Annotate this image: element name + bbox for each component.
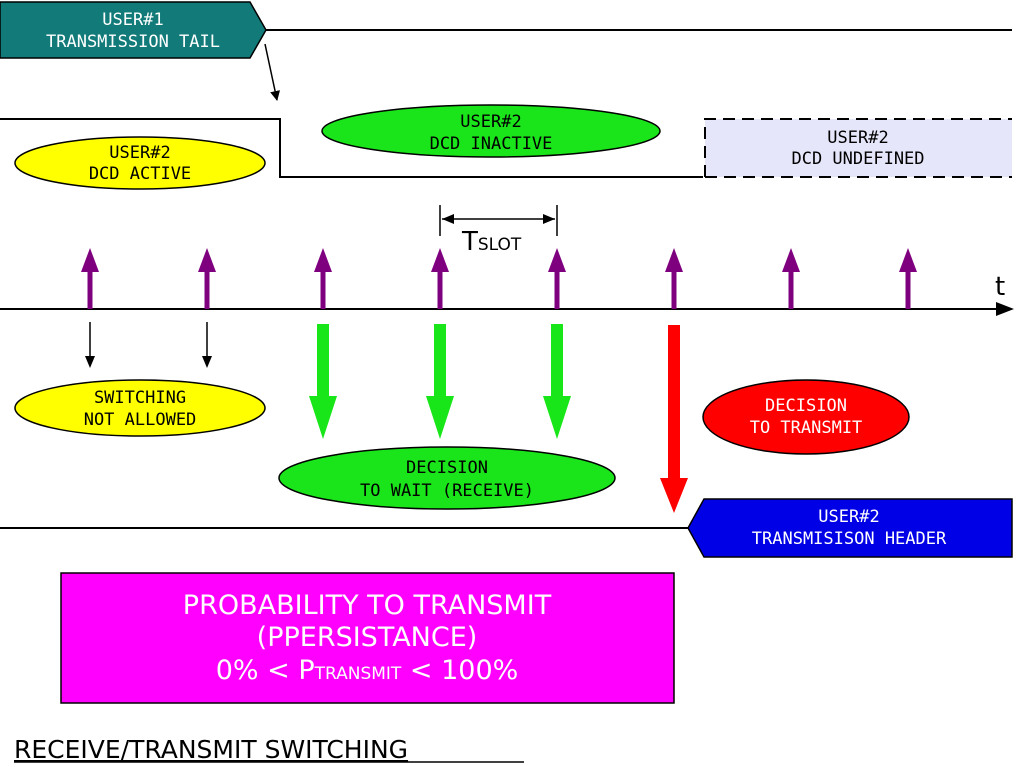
svg-text:NOT ALLOWED: NOT ALLOWED: [84, 410, 197, 430]
wait-arrow: [543, 324, 571, 439]
probability-line3: 0% < PTRANSMIT < 100%: [216, 655, 519, 686]
decision-to-wait-label: DECISION TO WAIT (RECEIVE): [278, 446, 616, 510]
svg-text:USER#2: USER#2: [109, 143, 170, 163]
user1-transmission-tail: USER#1 TRANSMISSION TAIL: [0, 1, 267, 59]
user1-tail-line2: TRANSMISSION TAIL: [46, 32, 220, 52]
dcd-undefined-region: [705, 119, 1012, 177]
svg-text:DECISION: DECISION: [765, 396, 847, 416]
wait-arrows: [309, 324, 571, 439]
probability-box: PROBABILITY TO TRANSMIT (PPERSISTANCE) 0…: [60, 572, 675, 704]
svg-text:USER#2: USER#2: [818, 507, 879, 527]
slot-arrow: [314, 248, 332, 309]
probability-line1: PROBABILITY TO TRANSMIT: [183, 590, 552, 621]
tslot-label: TSLOT: [461, 227, 522, 257]
dcd-undefined-label: USER#2 DCD UNDEFINED: [791, 128, 924, 169]
dcd-inactive-label: USER#2 DCD INACTIVE: [321, 104, 661, 158]
time-axis-label: t: [995, 272, 1005, 302]
wait-arrow: [309, 324, 337, 439]
transmit-arrow: [660, 325, 688, 513]
time-axis-arrowhead: [996, 302, 1014, 316]
user1-tail-line1: USER#1: [102, 10, 163, 30]
svg-text:TRANSMISISON HEADER: TRANSMISISON HEADER: [752, 529, 947, 549]
slot-arrow: [431, 248, 449, 309]
decision-to-transmit-label: DECISION TO TRANSMIT: [702, 379, 910, 455]
slot-arrow: [665, 248, 683, 309]
dcd-active-label: USER#2 DCD ACTIVE: [14, 136, 266, 190]
slot-arrow: [899, 248, 917, 309]
slot-arrow: [198, 248, 216, 309]
svg-text:DCD ACTIVE: DCD ACTIVE: [89, 164, 191, 184]
diagram-title: RECEIVE/TRANSMIT SWITCHING: [14, 735, 408, 764]
dcd-waveform: [0, 118, 703, 178]
svg-text:SWITCHING: SWITCHING: [94, 388, 186, 408]
user2-transmission-header: USER#2 TRANSMISISON HEADER: [687, 498, 1013, 558]
svg-text:USER#2: USER#2: [460, 112, 521, 132]
svg-text:TO WAIT (RECEIVE): TO WAIT (RECEIVE): [360, 481, 534, 501]
dcd-undefined-top: [704, 118, 1012, 177]
slot-arrow: [782, 248, 800, 309]
svg-text:DCD INACTIVE: DCD INACTIVE: [430, 134, 553, 154]
no-switch-arrows: [85, 322, 212, 368]
wait-arrow: [426, 324, 454, 439]
probability-line2: (PPERSISTANCE): [257, 622, 478, 653]
tail-end-arrow: [264, 43, 281, 101]
svg-text:DCD UNDEFINED: DCD UNDEFINED: [791, 149, 924, 169]
slot-arrow: [81, 248, 99, 309]
svg-text:DECISION: DECISION: [406, 458, 488, 478]
slot-arrows: [81, 248, 917, 309]
svg-text:TO TRANSMIT: TO TRANSMIT: [750, 418, 863, 438]
svg-text:USER#2: USER#2: [827, 128, 888, 148]
switching-not-allowed-label: SWITCHING NOT ALLOWED: [14, 379, 266, 437]
user1-tail-tag: [0, 1, 267, 59]
tslot-dimension: TSLOT: [439, 205, 558, 257]
slot-arrow: [548, 248, 566, 309]
